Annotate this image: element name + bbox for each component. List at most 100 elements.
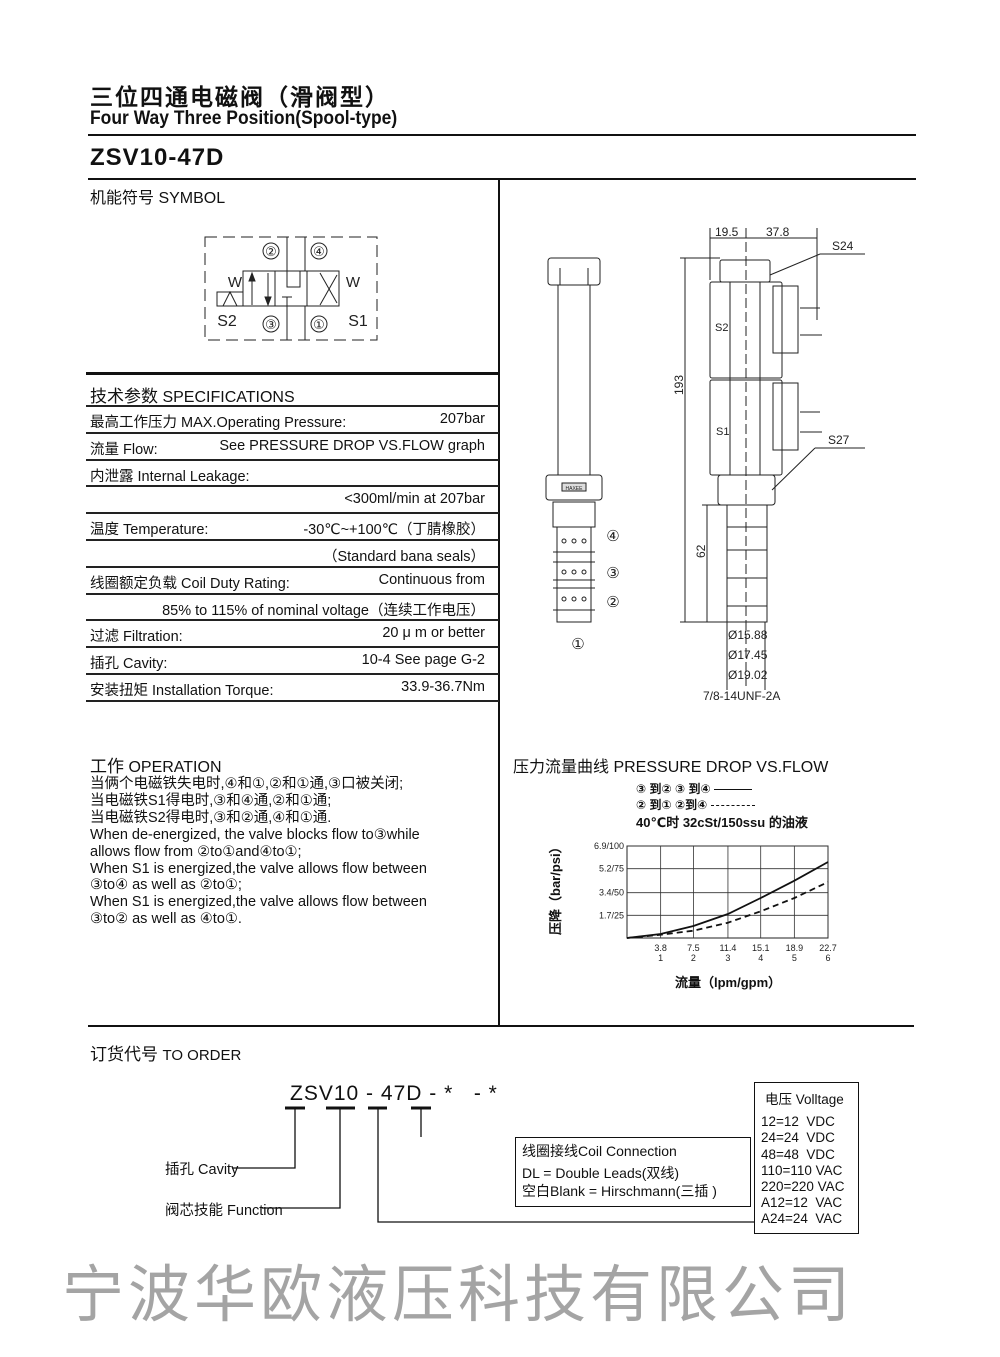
port-3-label: ③: [606, 565, 619, 582]
row-divider: [86, 512, 499, 514]
function-label: 阀芯技能 Function: [165, 1203, 283, 1219]
code-series: ZSV: [290, 1082, 334, 1105]
operation-line: 当电磁铁S2得电时,③和②通,④和①通.: [90, 809, 332, 826]
dim-62: 62: [694, 544, 708, 558]
voltage-option: 220=220 VAC: [761, 1179, 845, 1195]
operation-heading-cn: 工作: [90, 757, 124, 776]
legend-solid-label: ③ 到② ③ 到④: [636, 782, 711, 796]
port-2-label: ②: [606, 594, 619, 611]
spec-row: （Standard bana seals）: [90, 545, 485, 566]
plot-frame: [626, 845, 829, 939]
title-english: Four Way Three Position(Spool-type): [90, 108, 398, 129]
specs-heading: 技术参数 SPECIFICATIONS: [90, 382, 295, 407]
order-heading-cn: 订货代号: [90, 1045, 158, 1064]
spec-row: 安装扭矩 Installation Torque: 33.9-36.7Nm: [90, 679, 485, 700]
code-sep: -: [473, 1082, 482, 1105]
spec-row: 85% to 115% of nominal voltage（连续工作电压）: [90, 599, 485, 620]
spec-value: <300ml/min at 207bar: [344, 491, 485, 508]
spec-label: 温度 Temperature:: [90, 522, 209, 539]
dia-17-45: Ø17.45: [728, 648, 768, 662]
spring-left: W: [228, 274, 243, 291]
voltage-option: 12=12 VDC: [761, 1114, 835, 1130]
chart-xlabel: 流量（lpm/gpm）: [675, 975, 782, 990]
spec-label: 最高工作压力 MAX.Operating Pressure:: [90, 415, 347, 431]
port-4-label: ④: [606, 528, 619, 545]
dim-37-8: 37.8: [766, 225, 790, 239]
row-divider: [86, 432, 499, 434]
row-divider: [86, 673, 499, 675]
spec-label: 安装扭矩 Installation Torque:: [90, 683, 274, 699]
spec-value: 20 μ m or better: [382, 625, 485, 642]
x-tick-label-lpm: 22.7: [819, 943, 837, 953]
divider: [86, 372, 499, 375]
operation-line: ③to② as well as ④to①.: [90, 911, 242, 928]
voltage-title: 电压 Volltage: [765, 1092, 844, 1107]
x-tick-label-gpm: 2: [691, 953, 696, 963]
x-tick-label-gpm: 5: [792, 953, 797, 963]
code-function: 47D: [380, 1082, 423, 1105]
row-divider: [86, 619, 499, 621]
coil-option: DL = Double Leads(双线): [522, 1165, 680, 1181]
port-4: ④: [313, 244, 325, 259]
x-tick-label-gpm: 1: [658, 953, 663, 963]
order-heading-en: TO ORDER: [162, 1047, 242, 1064]
row-divider: [86, 405, 499, 407]
pressure-flow-chart: 1.7/253.4/505.2/756.9/1003.817.5211.4315…: [594, 841, 837, 963]
operation-line: When de-energized, the valve blocks flow…: [90, 826, 420, 843]
row-divider: [86, 459, 499, 461]
spec-row: 温度 Temperature: -30℃~+100℃（丁腈橡胶）: [90, 518, 485, 539]
x-tick-label-lpm: 18.9: [786, 943, 804, 953]
s1-label: S1: [716, 426, 729, 438]
s27-label: S27: [828, 433, 850, 447]
coil-title: 线圈接线Coil Connection: [522, 1143, 677, 1159]
operation-line: 当俩个电磁铁失电时,④和①,②和①通,③口被关闭;: [90, 776, 404, 792]
order-leader-lines: [232, 1106, 755, 1223]
spec-row: 线圈额定负载 Coil Duty Rating:Continuous from: [90, 572, 485, 593]
spec-label: 过滤 Filtration:: [90, 629, 183, 646]
spec-value: Continuous from: [378, 571, 485, 588]
dia-19-02: Ø19.02: [728, 668, 768, 682]
operation-heading-en: OPERATION: [128, 759, 222, 776]
spec-value: 207bar: [439, 411, 485, 427]
legend-dashed-label: ② 到① ②到④: [636, 798, 708, 812]
y-tick-label: 5.2/75: [599, 864, 624, 874]
thread-spec: 7/8-14UNF-2A: [703, 689, 780, 703]
code-sep: -: [429, 1082, 438, 1105]
row-divider: [86, 593, 499, 595]
specs-heading-cn: 技术参数: [90, 387, 158, 406]
operation-text: 当俩个电磁铁失电时,④和①,②和①通,③口被关闭; 当电磁铁S1得电时,③和④通…: [90, 776, 490, 928]
row-divider: [86, 646, 499, 648]
spec-value: -30℃~+100℃（丁腈橡胶）: [303, 522, 485, 539]
row-divider: [86, 539, 499, 541]
spec-label: 流量 Flow:: [90, 441, 158, 458]
spec-label: 内泄露 Internal Leakage:: [90, 468, 250, 485]
title-chinese: 三位四通电磁阀（滑阀型）: [90, 84, 390, 110]
spring-right: W: [346, 274, 361, 291]
spec-row: 最高工作压力 MAX.Operating Pressure: 207bar: [90, 411, 485, 432]
voltage-option: A12=12 VAC: [761, 1195, 843, 1211]
y-tick-label: 1.7/25: [599, 910, 624, 920]
operation-line: When S1 is energized,the valve allows fl…: [90, 894, 427, 911]
symbol-heading: 机能符号 SYMBOL: [90, 190, 226, 207]
x-tick-label-lpm: 11.4: [720, 943, 737, 953]
voltage-option: 48=48 VDC: [761, 1146, 835, 1162]
voltage-option: A24=24 VAC: [761, 1211, 843, 1227]
port-3: ③: [265, 317, 277, 332]
code-cavity: 10: [333, 1082, 360, 1105]
dia-15-88: Ø15.88: [728, 628, 768, 642]
spec-value: See PRESSURE DROP VS.FLOW graph: [219, 437, 485, 454]
operation-line: ③to④ as well as ②to①;: [90, 877, 242, 894]
y-tick-label: 3.4/50: [599, 888, 624, 898]
port-2: ②: [265, 244, 277, 259]
order-code: ZSV10 - 47D - * - *: [290, 1082, 498, 1106]
operation-line: When S1 is energized,the valve allows fl…: [90, 860, 427, 877]
y-tick-label: 6.9/100: [594, 841, 624, 851]
spec-value: 33.9-36.7Nm: [401, 679, 485, 695]
x-tick-label-lpm: 7.5: [687, 943, 700, 953]
x-tick-label-lpm: 3.8: [654, 943, 667, 953]
divider: [88, 178, 916, 180]
voltage-option: 110=110 VAC: [761, 1162, 843, 1178]
spec-row: 过滤 Filtration: 20 μ m or better: [90, 625, 485, 646]
spec-label: 插孔 Cavity:: [90, 656, 168, 673]
operation-line: 当电磁铁S1得电时,③和④通,②和①通;: [90, 792, 332, 809]
